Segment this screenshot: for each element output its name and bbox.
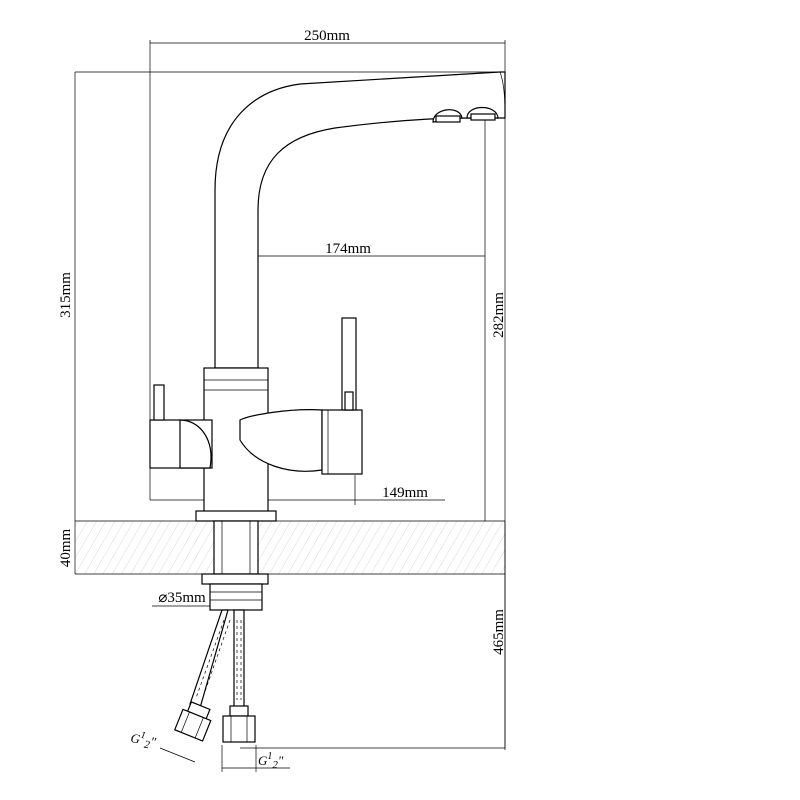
spout-height-label: 282mm — [491, 292, 507, 338]
supply-hoses — [173, 609, 256, 743]
mount-diameter-label: ⌀35mm — [158, 590, 206, 606]
thread-left-main: G — [129, 730, 141, 747]
thread-right-main: G — [258, 753, 268, 768]
dimension-total-height: 315mm — [58, 71, 505, 521]
thread-left-sub: 2 — [143, 739, 151, 752]
thread-left-quote: " — [149, 734, 158, 750]
countertop-section — [75, 520, 505, 575]
thread-label-right: G12" — [221, 745, 290, 772]
counter-thickness-label: 40mm — [58, 529, 74, 568]
dimension-base-width: 149mm — [150, 475, 445, 505]
svg-text:G12": G12" — [258, 751, 284, 771]
svg-text:G12": G12" — [129, 728, 158, 752]
thread-right-quote: " — [278, 753, 284, 768]
dimension-total-width: 250mm — [149, 28, 506, 750]
dimension-spout-reach: 174mm — [235, 241, 485, 370]
total-width-label: 250mm — [304, 28, 350, 44]
dimension-hose-length: 465mm — [240, 521, 507, 749]
base-width-label: 149mm — [382, 485, 428, 501]
mount-shank: ⌀35mm — [152, 520, 269, 611]
total-height-label: 315mm — [58, 272, 74, 318]
spout-reach-label: 174mm — [325, 241, 371, 257]
faucet-spout — [214, 71, 506, 369]
dimension-counter-thickness: 40mm — [58, 521, 76, 574]
hose-length-label: 465mm — [491, 609, 507, 655]
thread-right-sup: 1 — [267, 751, 272, 762]
thread-label-left: G12" — [129, 728, 196, 763]
faucet-body — [149, 317, 363, 522]
thread-left-sup: 1 — [140, 730, 147, 742]
thread-right-sub: 2 — [272, 759, 278, 771]
dimension-spout-height: 282mm — [484, 120, 507, 521]
